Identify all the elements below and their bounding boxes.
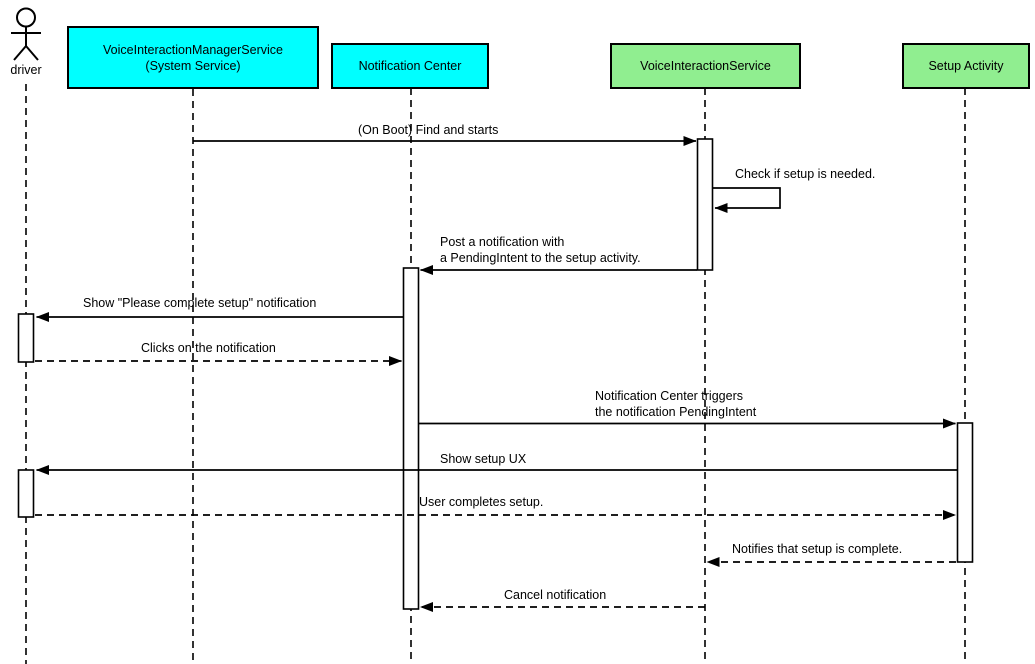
message-label-triggers-pendingintent: Notification Center triggers the notific… [595, 389, 757, 419]
actor-driver-icon [11, 7, 41, 61]
participant-box-voice-interaction-manager-service: VoiceInteractionManagerService (System S… [67, 26, 319, 89]
message-label-check-if-setup-is-needed: Check if setup is needed. [735, 167, 876, 181]
actor-driver-label: driver [10, 63, 42, 77]
activation-bar-setup-activity [956, 422, 974, 563]
message-label-post-a-notification: Post a notification with a PendingIntent… [440, 235, 641, 265]
message-label-on-boot-find-and-starts: (On Boot) Find and starts [358, 123, 499, 137]
participant-label: Setup Activity [928, 59, 1004, 73]
participant-label: VoiceInteractionService [640, 59, 771, 73]
participant-box-setup-activity: Setup Activity [902, 43, 1030, 89]
message-label-show-setup-ux: Show setup UX [440, 452, 527, 466]
participant-box-voice-interaction-service: VoiceInteractionService [610, 43, 801, 89]
message-label-cancel-notification: Cancel notification [504, 588, 607, 602]
participant-label: VoiceInteractionManagerService (System S… [103, 42, 283, 73]
participant-label: Notification Center [358, 59, 462, 73]
message-label-show-please-complete-setup: Show "Please complete setup" notificatio… [83, 296, 317, 310]
message-label-clicks-on-the-notification: Clicks on the notification [141, 341, 276, 355]
participant-box-notification-center: Notification Center [331, 43, 489, 89]
activation-bar-voice-interaction-service [696, 138, 714, 271]
activation-bar-notification-center [402, 267, 420, 610]
message-arrow-check-if-setup-is-needed [713, 187, 781, 213]
activation-bar-driver-2 [17, 469, 35, 518]
message-label-user-completes-setup: User completes setup. [419, 495, 544, 509]
message-label-notifies-setup-complete: Notifies that setup is complete. [732, 542, 903, 556]
activation-bar-driver-1 [17, 313, 35, 363]
